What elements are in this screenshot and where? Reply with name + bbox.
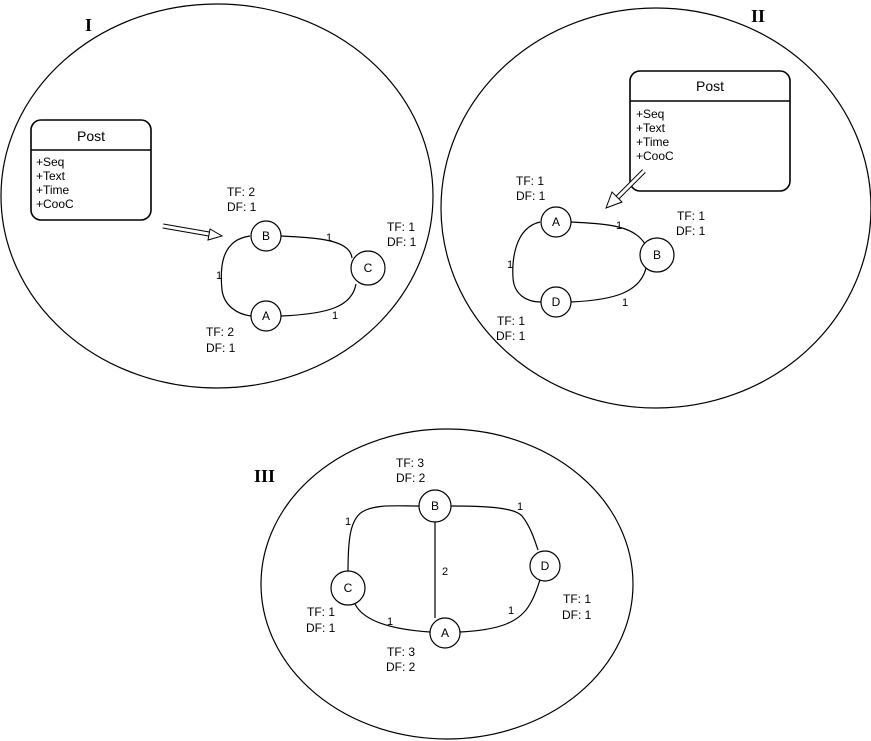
node-a-label: A bbox=[441, 626, 449, 640]
node-d-tf: TF: 1 bbox=[563, 592, 591, 606]
edge-weight-b-c: 1 bbox=[326, 232, 332, 244]
edge-weight-c-a: 1 bbox=[387, 616, 393, 628]
node-d-label: D bbox=[541, 559, 550, 573]
panel-ii: II Post +Seq +Text +Time +CooC A B bbox=[440, 6, 871, 409]
edge-b-a bbox=[220, 235, 252, 317]
node-b-df: DF: 1 bbox=[227, 200, 257, 214]
edge-weight-b-a: 2 bbox=[442, 566, 448, 578]
panel-iii: III B C D A 1 1 2 1 1 TF: 3 DF: bbox=[254, 428, 634, 740]
node-a-tf: TF: 3 bbox=[387, 645, 415, 659]
node-c: C bbox=[330, 570, 366, 606]
node-d-df: DF: 1 bbox=[562, 608, 592, 622]
node-b-tf: TF: 2 bbox=[227, 185, 255, 199]
post-box-title: Post bbox=[696, 78, 724, 94]
post-field-time: +Time bbox=[36, 183, 70, 197]
node-a-df: DF: 1 bbox=[206, 341, 236, 355]
edge-weight-a-b: 1 bbox=[616, 220, 622, 232]
panel-ii-boundary bbox=[440, 7, 871, 409]
edge-weight-b-a: 1 bbox=[216, 270, 222, 282]
arrow-head-icon bbox=[207, 228, 224, 241]
node-b-tf: TF: 3 bbox=[396, 456, 424, 470]
node-d-tf: TF: 1 bbox=[497, 314, 525, 328]
node-a: A bbox=[540, 206, 572, 238]
node-c-df: DF: 1 bbox=[306, 621, 336, 635]
arrow-head-icon bbox=[605, 191, 623, 209]
post-box-frame bbox=[30, 119, 152, 221]
post-field-seq: +Seq bbox=[36, 155, 64, 169]
node-b-label: B bbox=[431, 499, 439, 513]
node-b-label: B bbox=[653, 248, 661, 262]
node-b-label: B bbox=[262, 229, 270, 243]
edge-b-c bbox=[280, 235, 353, 259]
node-a-df: DF: 1 bbox=[516, 189, 546, 203]
edge-weight-a-d: 1 bbox=[507, 259, 513, 271]
node-c-label: C bbox=[344, 581, 353, 595]
post-box-title: Post bbox=[77, 128, 105, 144]
edge-weight-b-d: 1 bbox=[517, 501, 523, 513]
node-b-df: DF: 1 bbox=[676, 224, 706, 238]
node-a: A bbox=[250, 300, 282, 332]
edge-a-b bbox=[570, 221, 646, 245]
post-field-text: +Text bbox=[36, 169, 66, 183]
node-a-label: A bbox=[262, 309, 270, 323]
panel-i: I Post +Seq +Text +Time +CooC B C bbox=[0, 3, 434, 389]
node-d-label: D bbox=[552, 295, 561, 309]
panel-iii-boundary bbox=[260, 428, 634, 740]
node-b-df: DF: 2 bbox=[396, 471, 426, 485]
post-field-seq: +Seq bbox=[636, 107, 664, 121]
node-d: D bbox=[529, 550, 561, 582]
node-b: B bbox=[250, 220, 282, 252]
node-c-df: DF: 1 bbox=[387, 235, 417, 249]
node-a-df: DF: 2 bbox=[386, 660, 416, 674]
edge-b-d bbox=[450, 505, 539, 551]
node-a: A bbox=[429, 617, 461, 649]
node-c-tf: TF: 1 bbox=[307, 605, 335, 619]
panel-i-arrow bbox=[162, 223, 224, 241]
edge-weight-a-d: 1 bbox=[508, 605, 514, 617]
edge-weight-d-b: 1 bbox=[622, 297, 628, 309]
node-c-tf: TF: 1 bbox=[387, 220, 415, 234]
edge-weight-a-c: 1 bbox=[332, 310, 338, 322]
node-c-label: C bbox=[364, 261, 373, 275]
node-b-tf: TF: 1 bbox=[677, 209, 705, 223]
edge-weight-c-b: 1 bbox=[345, 516, 351, 528]
edge-a-d bbox=[459, 579, 541, 633]
post-field-text: +Text bbox=[636, 121, 666, 135]
node-d-df: DF: 1 bbox=[496, 329, 526, 343]
post-field-cooc: +CooC bbox=[636, 149, 674, 163]
panel-i-boundary bbox=[0, 3, 434, 389]
panel-i-post-box: Post +Seq +Text +Time +CooC bbox=[30, 119, 152, 221]
node-a-label: A bbox=[552, 215, 560, 229]
panel-ii-numeral: II bbox=[751, 6, 765, 26]
edge-c-a bbox=[354, 603, 431, 633]
panel-ii-arrow bbox=[605, 169, 646, 209]
node-c: C bbox=[350, 250, 386, 286]
node-b: B bbox=[639, 237, 675, 273]
edge-d-b bbox=[570, 267, 647, 303]
node-d: D bbox=[540, 286, 572, 318]
node-a-tf: TF: 1 bbox=[516, 174, 544, 188]
edge-a-c bbox=[280, 283, 357, 317]
edge-a-d bbox=[512, 221, 542, 303]
panel-i-numeral: I bbox=[85, 15, 92, 35]
panel-ii-post-box: Post +Seq +Text +Time +CooC bbox=[629, 70, 791, 192]
post-field-cooc: +CooC bbox=[36, 197, 74, 211]
node-b: B bbox=[418, 489, 452, 523]
panel-iii-numeral: III bbox=[254, 466, 275, 486]
edge-c-b bbox=[347, 505, 420, 573]
node-a-tf: TF: 2 bbox=[206, 325, 234, 339]
post-field-time: +Time bbox=[636, 135, 670, 149]
